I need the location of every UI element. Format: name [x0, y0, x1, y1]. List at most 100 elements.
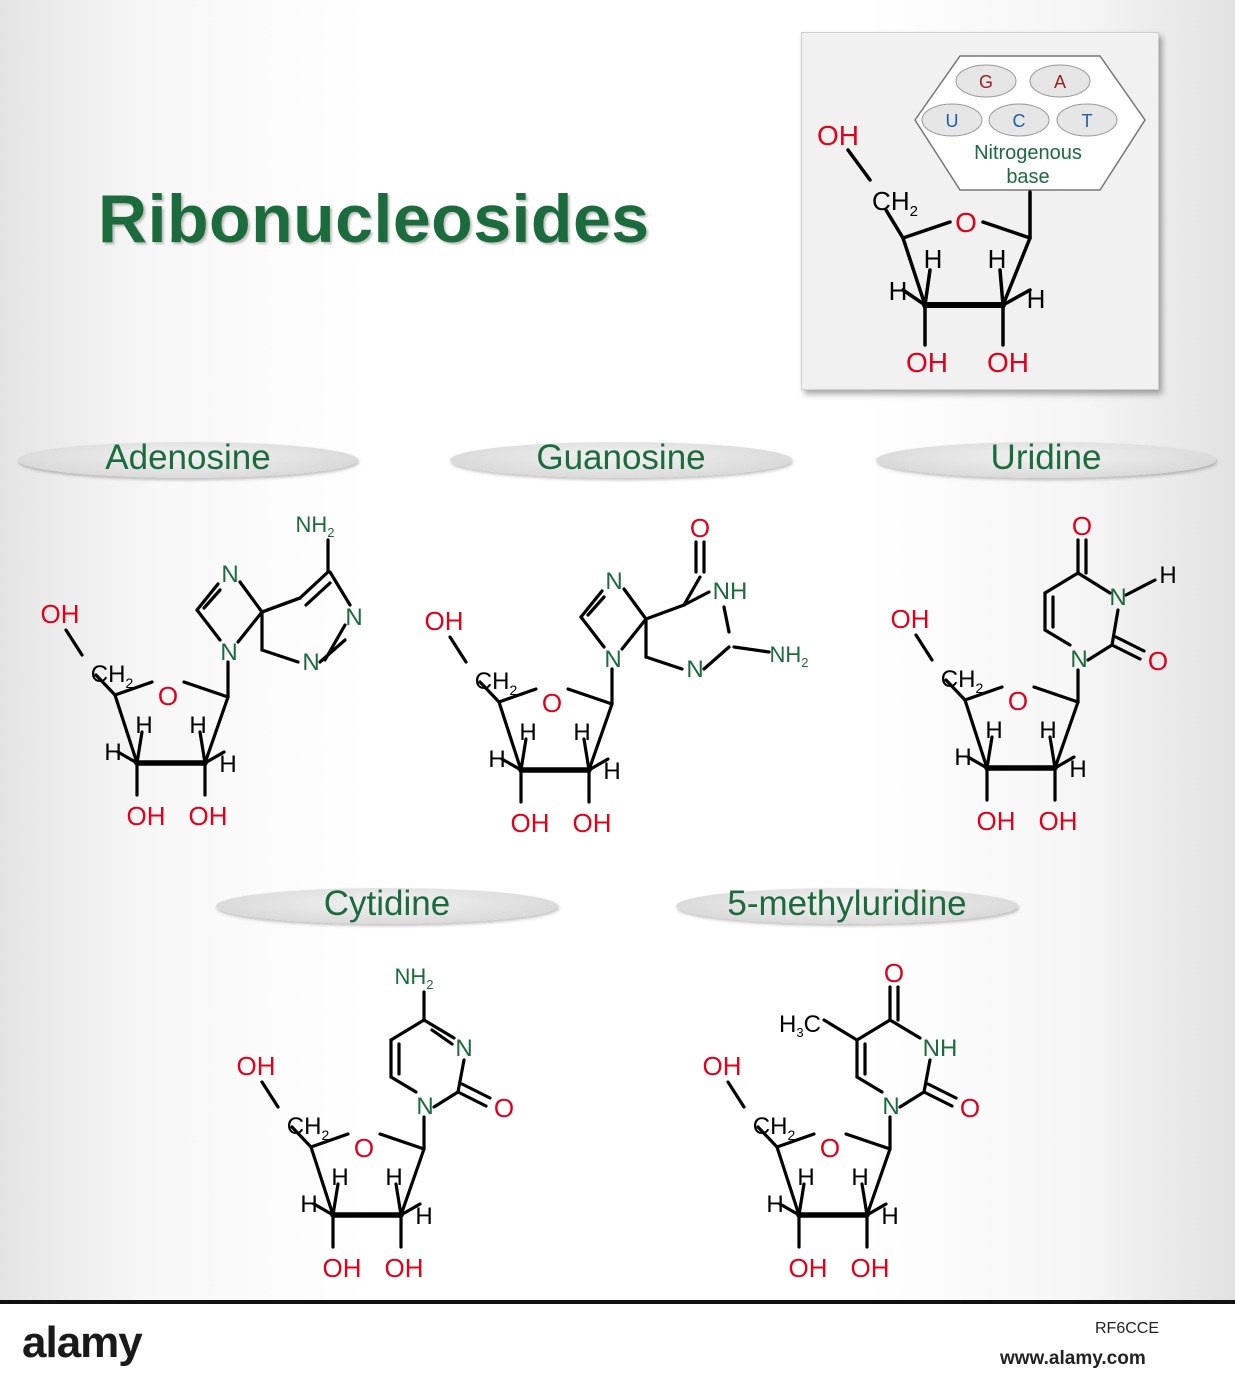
- n7-atom: N: [605, 568, 622, 595]
- cytidine-structure: OH CH2 O H H H H OH OH N N NH2 O: [237, 964, 515, 1283]
- h-atom: H: [881, 1203, 898, 1230]
- h-atom: H: [1027, 284, 1046, 314]
- h-atom: H: [300, 1191, 317, 1218]
- h-atom: H: [1039, 717, 1056, 744]
- base-g: G: [979, 72, 993, 92]
- h-atom: H: [1159, 562, 1176, 589]
- ring-oxygen: O: [542, 688, 562, 718]
- hydroxyl-3: OH: [789, 1253, 828, 1283]
- base-label: base: [1006, 166, 1049, 188]
- ring-oxygen: O: [354, 1133, 374, 1163]
- h-atom: H: [851, 1164, 868, 1191]
- n3-atom: NH: [923, 1035, 958, 1062]
- hydroxyl-2: OH: [1039, 806, 1078, 836]
- ring-oxygen: O: [1008, 686, 1028, 716]
- image-id: RF6CCE: [1095, 1320, 1160, 1337]
- h-atom: H: [415, 1203, 432, 1230]
- h-atom: H: [924, 244, 943, 274]
- alamy-logo: alamy: [22, 1318, 143, 1367]
- methyl-group: H3C: [779, 1011, 821, 1040]
- n3-atom: N: [455, 1035, 472, 1062]
- guanosine-label: Guanosine: [536, 438, 706, 477]
- hydroxyl-3: OH: [511, 808, 550, 838]
- uridine-pill: [876, 442, 1216, 478]
- h-atom: H: [988, 244, 1007, 274]
- h-atom: H: [385, 1164, 402, 1191]
- base-pill-c: [988, 103, 1050, 137]
- ch2-group: CH2: [287, 1113, 330, 1143]
- hydroxyl-5: OH: [817, 120, 859, 151]
- methyluridine-structure: OH CH2 O H H H H OH OH N NH O O H3C: [703, 958, 981, 1283]
- base-c: C: [1013, 111, 1026, 131]
- hydroxyl-3: OH: [323, 1253, 362, 1283]
- hydroxyl-3: OH: [127, 801, 166, 831]
- adenosine-pill: [18, 442, 358, 478]
- hydroxyl-5: OH: [41, 599, 80, 629]
- n7-atom: N: [221, 561, 238, 588]
- cytidine-pill: [216, 888, 558, 924]
- ring-oxygen: O: [955, 207, 977, 238]
- ch2-group: CH2: [941, 666, 984, 696]
- watermark-footer: [0, 1300, 1235, 1391]
- legend-structure: G A U C T Nitrogenous base O OH: [817, 55, 1146, 378]
- base-pill-g: [955, 64, 1017, 98]
- alamy-url: www.alamy.com: [1000, 1348, 1146, 1369]
- n1-atom: NH: [713, 578, 748, 605]
- carbonyl-oxygen-2: O: [960, 1093, 980, 1123]
- h-atom: H: [189, 712, 206, 739]
- ch2-group: CH2: [91, 661, 134, 691]
- hydroxyl-3: OH: [906, 347, 948, 378]
- h-atom: H: [766, 1191, 783, 1218]
- base-a: A: [1054, 72, 1066, 92]
- h-atom: H: [331, 1164, 348, 1191]
- h-atom: H: [519, 719, 536, 746]
- n9-atom: N: [604, 646, 621, 673]
- h-atom: H: [603, 758, 620, 785]
- n1-atom: N: [1070, 646, 1087, 673]
- h-atom: H: [797, 1164, 814, 1191]
- h-atom: H: [985, 717, 1002, 744]
- footer-divider: [0, 1300, 1235, 1304]
- n1-atom: N: [416, 1093, 433, 1120]
- hydroxyl-5: OH: [425, 606, 464, 636]
- amino-group: NH2: [295, 512, 334, 540]
- h-atom: H: [1069, 756, 1086, 783]
- guanosine-pill: [450, 442, 792, 478]
- cytidine-label: Cytidine: [323, 884, 451, 923]
- adenosine-label: Adenosine: [105, 438, 271, 477]
- hydroxyl-5: OH: [891, 604, 930, 634]
- n3-atom: N: [1109, 584, 1126, 611]
- carbonyl-oxygen-2: O: [1148, 646, 1168, 676]
- hydroxyl-5: OH: [237, 1051, 276, 1081]
- amino-group: NH2: [769, 642, 808, 670]
- methyluridine-label: 5-methyluridine: [727, 884, 967, 923]
- base-u: U: [946, 111, 959, 131]
- h-atom: H: [573, 719, 590, 746]
- base-pill-u: [921, 103, 983, 137]
- hydroxyl-5: OH: [703, 1051, 742, 1081]
- carbonyl-oxygen-2: O: [494, 1093, 514, 1123]
- n1-atom: N: [882, 1093, 899, 1120]
- n1-atom: N: [345, 604, 362, 631]
- ring-oxygen: O: [158, 681, 178, 711]
- n9-atom: N: [220, 639, 237, 666]
- guanosine-structure: OH CH2 O H H H H OH OH N N NH N O NH2: [425, 513, 809, 838]
- nitrogenous-label: Nitrogenous: [974, 142, 1082, 164]
- ch2-group: CH2: [872, 186, 918, 220]
- ch2-group: CH2: [753, 1113, 796, 1143]
- n3-atom: N: [686, 656, 703, 683]
- hydroxyl-3: OH: [977, 806, 1016, 836]
- base-t: T: [1082, 111, 1093, 131]
- hydroxyl-2: OH: [385, 1253, 424, 1283]
- hydroxyl-2: OH: [851, 1253, 890, 1283]
- carbonyl-oxygen-4: O: [884, 958, 904, 988]
- n3-atom: N: [302, 649, 319, 676]
- h-atom: H: [219, 751, 236, 778]
- hydroxyl-2: OH: [573, 808, 612, 838]
- adenosine-structure: OH CH2 O H H H H OH OH N N N N NH2: [41, 512, 363, 831]
- page-title: Ribonucleosides: [98, 181, 650, 257]
- base-pill-t: [1056, 103, 1118, 137]
- h-atom: H: [889, 276, 908, 306]
- h-atom: H: [104, 739, 121, 766]
- ring-oxygen: O: [820, 1133, 840, 1163]
